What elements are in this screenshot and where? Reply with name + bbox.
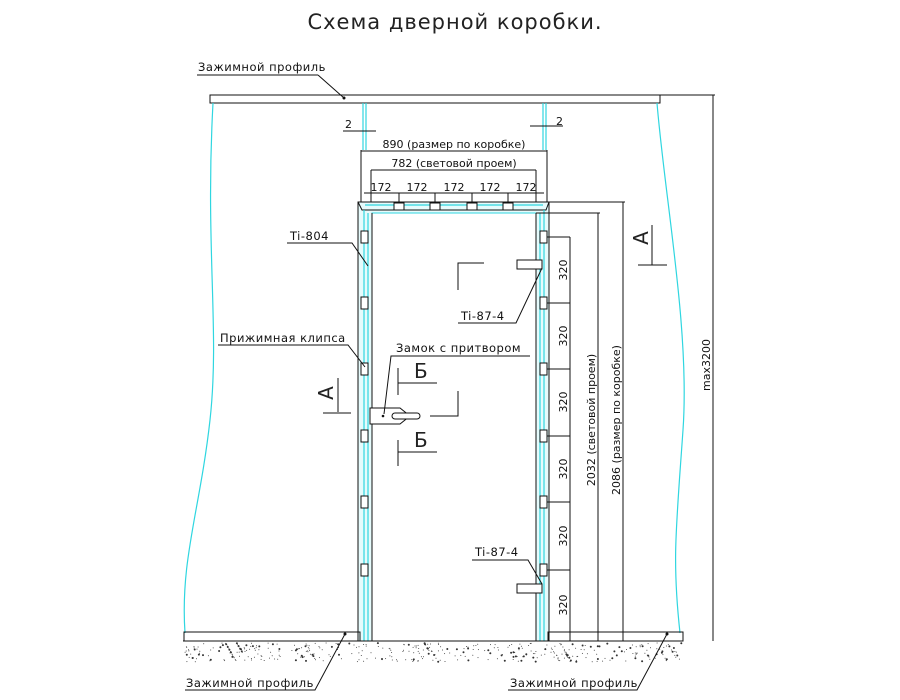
svg-text:172: 172 <box>480 181 501 194</box>
frame-width-dimension: 890 (размер по коробке) <box>383 138 526 151</box>
top-clamping-profile <box>209 94 661 104</box>
section-corner-mark <box>457 262 484 290</box>
svg-text:А: А <box>629 231 653 245</box>
clear-width-dimension: 782 (световой проем) <box>391 157 516 170</box>
svg-text:Ti-87-4: Ti-87-4 <box>460 309 505 323</box>
glass-wall-right-edge <box>656 102 685 634</box>
svg-text:172: 172 <box>444 181 465 194</box>
svg-text:320: 320 <box>557 526 570 547</box>
hinge-bottom-callout: Ti-87-4 <box>472 545 543 585</box>
section-a-right: А <box>629 225 667 266</box>
hinge-bottom <box>516 583 543 594</box>
svg-text:А: А <box>314 386 338 400</box>
side-clip-spacing: 320 320 320 320 320 320 <box>547 236 571 641</box>
svg-text:Замок с притвором: Замок с притвором <box>396 341 521 355</box>
svg-text:320: 320 <box>557 595 570 616</box>
svg-text:Б: Б <box>414 359 428 383</box>
hinge-top-callout: Ti-87-4 <box>458 267 543 324</box>
svg-text:320: 320 <box>557 326 570 347</box>
clear-height-dimension: 2032 (световой проем) <box>585 354 598 486</box>
svg-text:172: 172 <box>371 181 392 194</box>
svg-text:Зажимной профиль: Зажимной профиль <box>186 676 314 690</box>
bottom-profile-right <box>547 631 684 642</box>
top-profile-label: Зажимной профиль <box>197 60 346 100</box>
svg-text:Б: Б <box>414 428 428 452</box>
svg-text:Прижимная клипса: Прижимная клипса <box>220 331 346 345</box>
hinge-top <box>516 259 543 270</box>
section-a-left: А <box>314 378 351 414</box>
bottom-profile-left-callout: Зажимной профиль <box>185 632 347 691</box>
svg-text:2: 2 <box>556 115 563 128</box>
glass-wall-left-edge <box>183 102 215 634</box>
svg-text:2: 2 <box>345 118 352 131</box>
bottom-profile-left <box>183 631 361 642</box>
lock-callout: Замок с притвором <box>383 341 530 415</box>
svg-text:320: 320 <box>557 392 570 413</box>
section-corner-mark <box>430 391 459 417</box>
clip-callout: Прижимная клипса <box>218 331 366 368</box>
svg-text:Зажимной профиль: Зажимной профиль <box>510 676 638 690</box>
frame-height-dimension: 2086 (размер по коробке) <box>610 345 623 495</box>
door-lock <box>369 407 421 425</box>
section-b-top: Б <box>397 359 437 395</box>
door-frame <box>357 201 550 642</box>
max-height-dimension: max3200 <box>700 339 713 391</box>
svg-text:Ti-87-4: Ti-87-4 <box>474 545 519 559</box>
svg-text:320: 320 <box>557 260 570 281</box>
top-profile-label-text: Зажимной профиль <box>198 60 326 74</box>
section-b-bottom: Б <box>397 428 437 466</box>
bottom-profile-right-callout: Зажимной профиль <box>508 632 669 691</box>
svg-text:Ti-804: Ti-804 <box>289 229 329 243</box>
svg-text:172: 172 <box>516 181 537 194</box>
svg-text:172: 172 <box>407 181 428 194</box>
diagram-title: Схема дверной коробки. <box>307 10 602 34</box>
gap-dimension-right: 2 <box>530 115 563 128</box>
frame-profile-callout: Ti-804 <box>287 229 369 267</box>
svg-text:320: 320 <box>557 459 570 480</box>
gap-dimension-left: 2 <box>343 118 376 132</box>
